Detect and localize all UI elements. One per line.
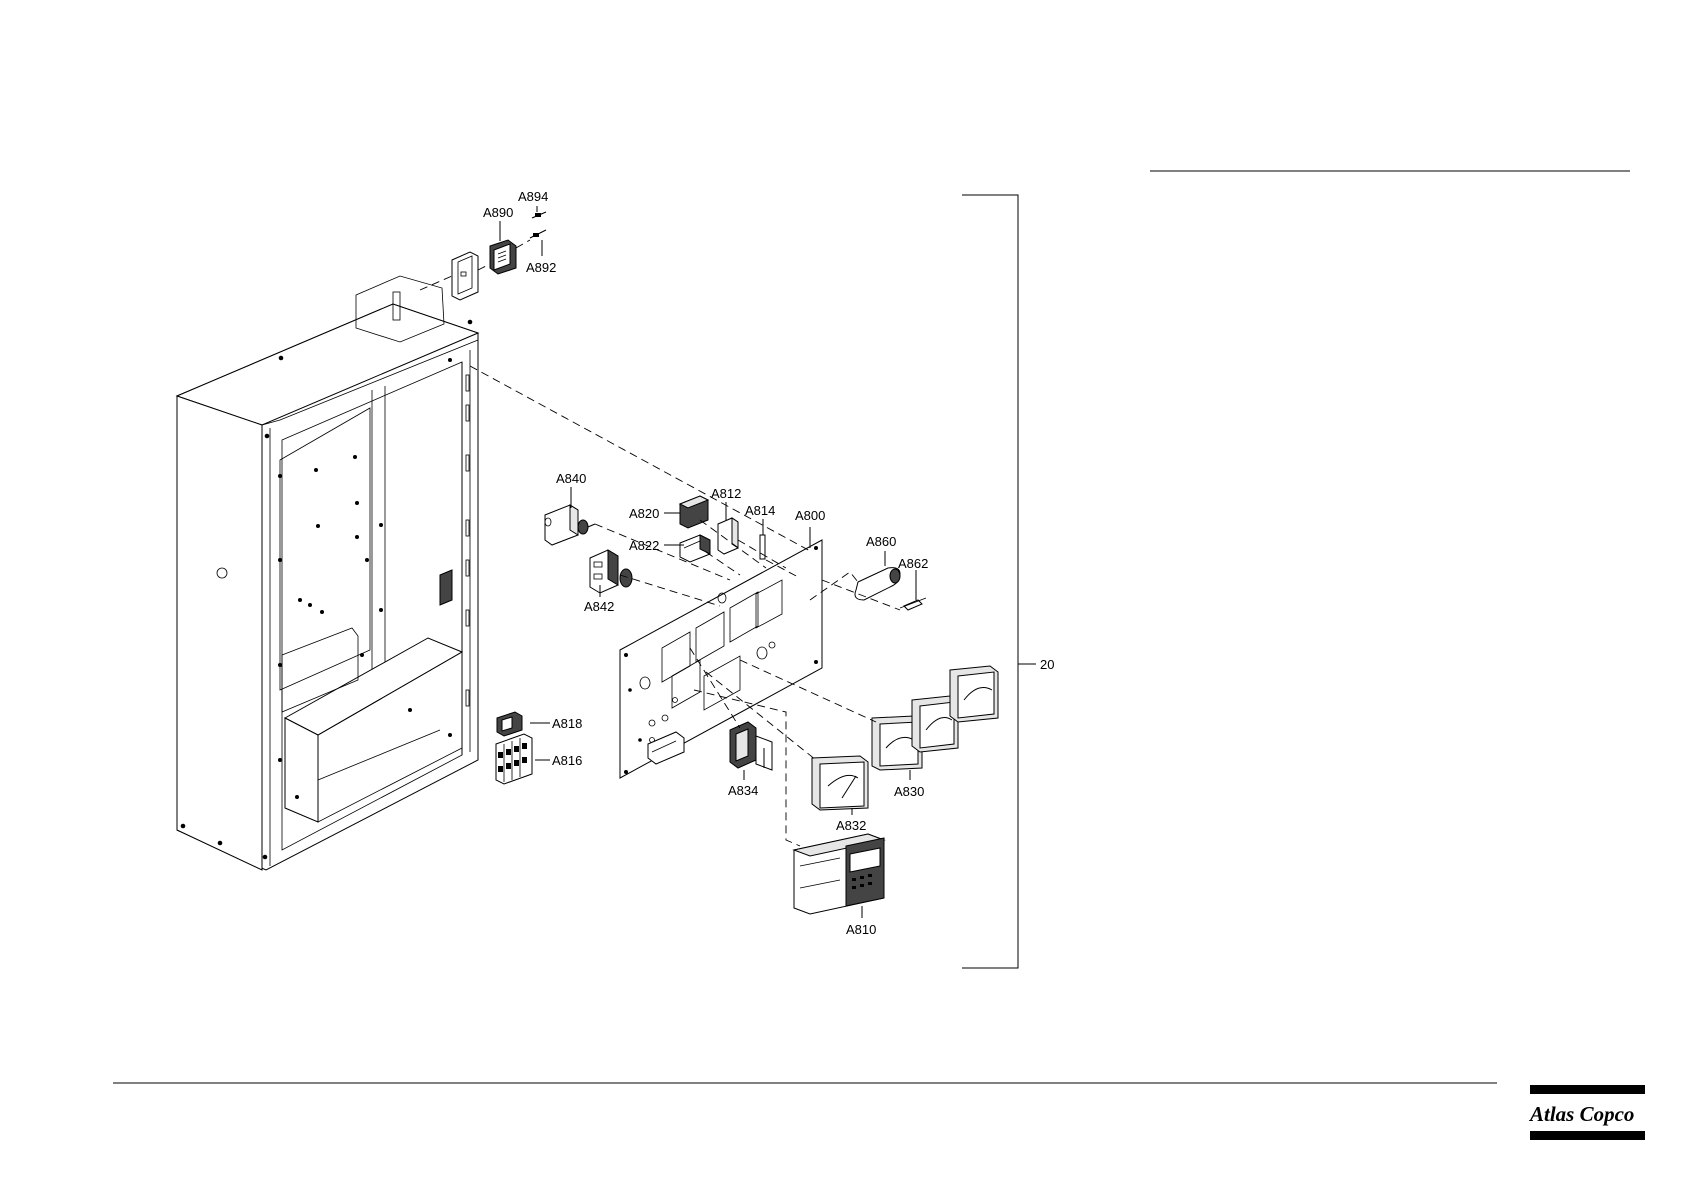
bulb-a862 [900, 598, 926, 610]
callout-a800: A800 [795, 508, 825, 523]
leader-lines [500, 206, 916, 918]
callout-a816: A816 [552, 753, 582, 768]
meters-a830 [872, 666, 998, 770]
selector-switch-a834 [730, 722, 772, 770]
callout-a890: A890 [483, 205, 513, 220]
callout-a832: A832 [836, 818, 866, 833]
callout-a820: A820 [629, 506, 659, 521]
pin-a892 [530, 230, 546, 238]
front-panel-a800 [620, 540, 822, 778]
controller-a810 [794, 834, 884, 914]
callout-a810: A810 [846, 922, 876, 937]
callout-a812: A812 [711, 486, 741, 501]
atlas-copco-logo: Atlas Copco [1528, 1085, 1645, 1140]
pin-a894 [532, 212, 546, 218]
callout-a814: A814 [745, 503, 775, 518]
cover-a812 [718, 518, 738, 554]
cabinet [177, 276, 478, 870]
callout-a892: A892 [526, 260, 556, 275]
callout-a894: A894 [518, 189, 548, 204]
meter-a832 [812, 756, 868, 810]
callout-a862: A862 [898, 556, 928, 571]
callout-a860: A860 [866, 534, 896, 549]
circuit-breaker-a840 [545, 505, 595, 545]
callout-a840: A840 [556, 471, 586, 486]
relay-socket-a822 [680, 535, 710, 562]
svg-text:Atlas Copco: Atlas Copco [1528, 1102, 1634, 1126]
callout-group-20: 20 [1040, 657, 1054, 672]
terminal-block-a816 [496, 734, 532, 784]
callout-a818: A818 [552, 716, 582, 731]
relay-a890 [452, 240, 516, 300]
callout-a842: A842 [584, 599, 614, 614]
callout-a822: A822 [629, 538, 659, 553]
switch-a842 [590, 550, 632, 593]
group-bracket [962, 195, 1018, 968]
terminal-a818 [497, 712, 522, 736]
callout-a834: A834 [728, 783, 758, 798]
callout-a830: A830 [894, 784, 924, 799]
